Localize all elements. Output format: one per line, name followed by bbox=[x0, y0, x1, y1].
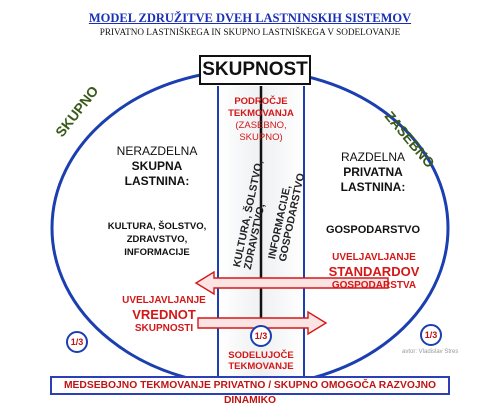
right-ownership-block: RAZDELNA PRIVATNA LASTNINA: bbox=[318, 150, 428, 195]
left-share-badge: 1/3 bbox=[66, 331, 88, 353]
right-value-word2: GOSPODARSTVA bbox=[331, 280, 417, 291]
left-value-word: VREDNOT bbox=[132, 307, 196, 322]
arrow-right bbox=[197, 310, 328, 336]
competition-zone-title: PODROČJE TEKMOVANJA (ZASEBNO, SKUPNO) bbox=[220, 96, 302, 144]
community-box: SKUPNOST bbox=[199, 55, 311, 85]
left-area-2: ZDRAVSTVO, bbox=[126, 234, 188, 245]
left-value-word2: SKUPNOSTI bbox=[134, 323, 194, 334]
left-line3: LASTNINA: bbox=[124, 174, 190, 188]
left-area-3: INFORMACIJE bbox=[124, 247, 190, 258]
right-line3: LASTNINA: bbox=[340, 180, 406, 194]
cooperative-1: SODELUJOČE bbox=[228, 350, 294, 361]
right-share-badge: 1/3 bbox=[420, 324, 442, 346]
right-uveljavljanje: UVELJAVLJANJE bbox=[332, 252, 416, 263]
zone-title-1: PODROČJE bbox=[234, 96, 288, 107]
arrow-left bbox=[194, 270, 389, 296]
zone-title-2: TEKMOVANJA bbox=[228, 108, 294, 119]
zone-title-3: (ZASEBNO, bbox=[235, 120, 287, 131]
zone-title-4: SKUPNO) bbox=[239, 132, 283, 143]
right-line1: RAZDELNA bbox=[340, 150, 405, 164]
left-values-block: UVELJAVLJANJE VREDNOT SKUPNOSTI bbox=[108, 295, 220, 335]
left-areas-block: KULTURA, ŠOLSTVO, ZDRAVSTVO, INFORMACIJE bbox=[102, 220, 212, 259]
diagram-subtitle: PRIVATNO LASTNIŠKEGA IN SKUPNO LASTNIŠKE… bbox=[99, 27, 401, 37]
diagram-title: MODEL ZDRUŽITVE DVEH LASTNINSKIH SISTEMO… bbox=[88, 11, 412, 25]
left-uveljavljanje: UVELJAVLJANJE bbox=[122, 295, 206, 306]
left-area-1: KULTURA, ŠOLSTVO, bbox=[107, 221, 207, 232]
author-credit: avtor: Vladislav Stres bbox=[402, 349, 459, 355]
left-line2: SKUPNA bbox=[131, 159, 183, 173]
right-values-block: UVELJAVLJANJE STANDARDOV GOSPODARSTVA bbox=[318, 252, 430, 292]
right-line2: PRIVATNA bbox=[343, 165, 403, 179]
left-line1: NERAZDELNA bbox=[116, 144, 198, 158]
center-share-badge: 1/3 bbox=[250, 325, 272, 347]
cooperative-2: TEKMOVANJE bbox=[228, 361, 294, 372]
right-value-word: STANDARDOV bbox=[328, 264, 420, 279]
right-area: GOSPODARSTVO bbox=[325, 224, 421, 236]
left-ownership-block: NERAZDELNA SKUPNA LASTNINA: bbox=[102, 144, 212, 189]
footer-banner: MEDSEBOJNO TEKMOVANJE PRIVATNO / SKUPNO … bbox=[50, 376, 450, 406]
cooperative-competition-label: SODELUJOČE TEKMOVANJE bbox=[222, 350, 300, 372]
